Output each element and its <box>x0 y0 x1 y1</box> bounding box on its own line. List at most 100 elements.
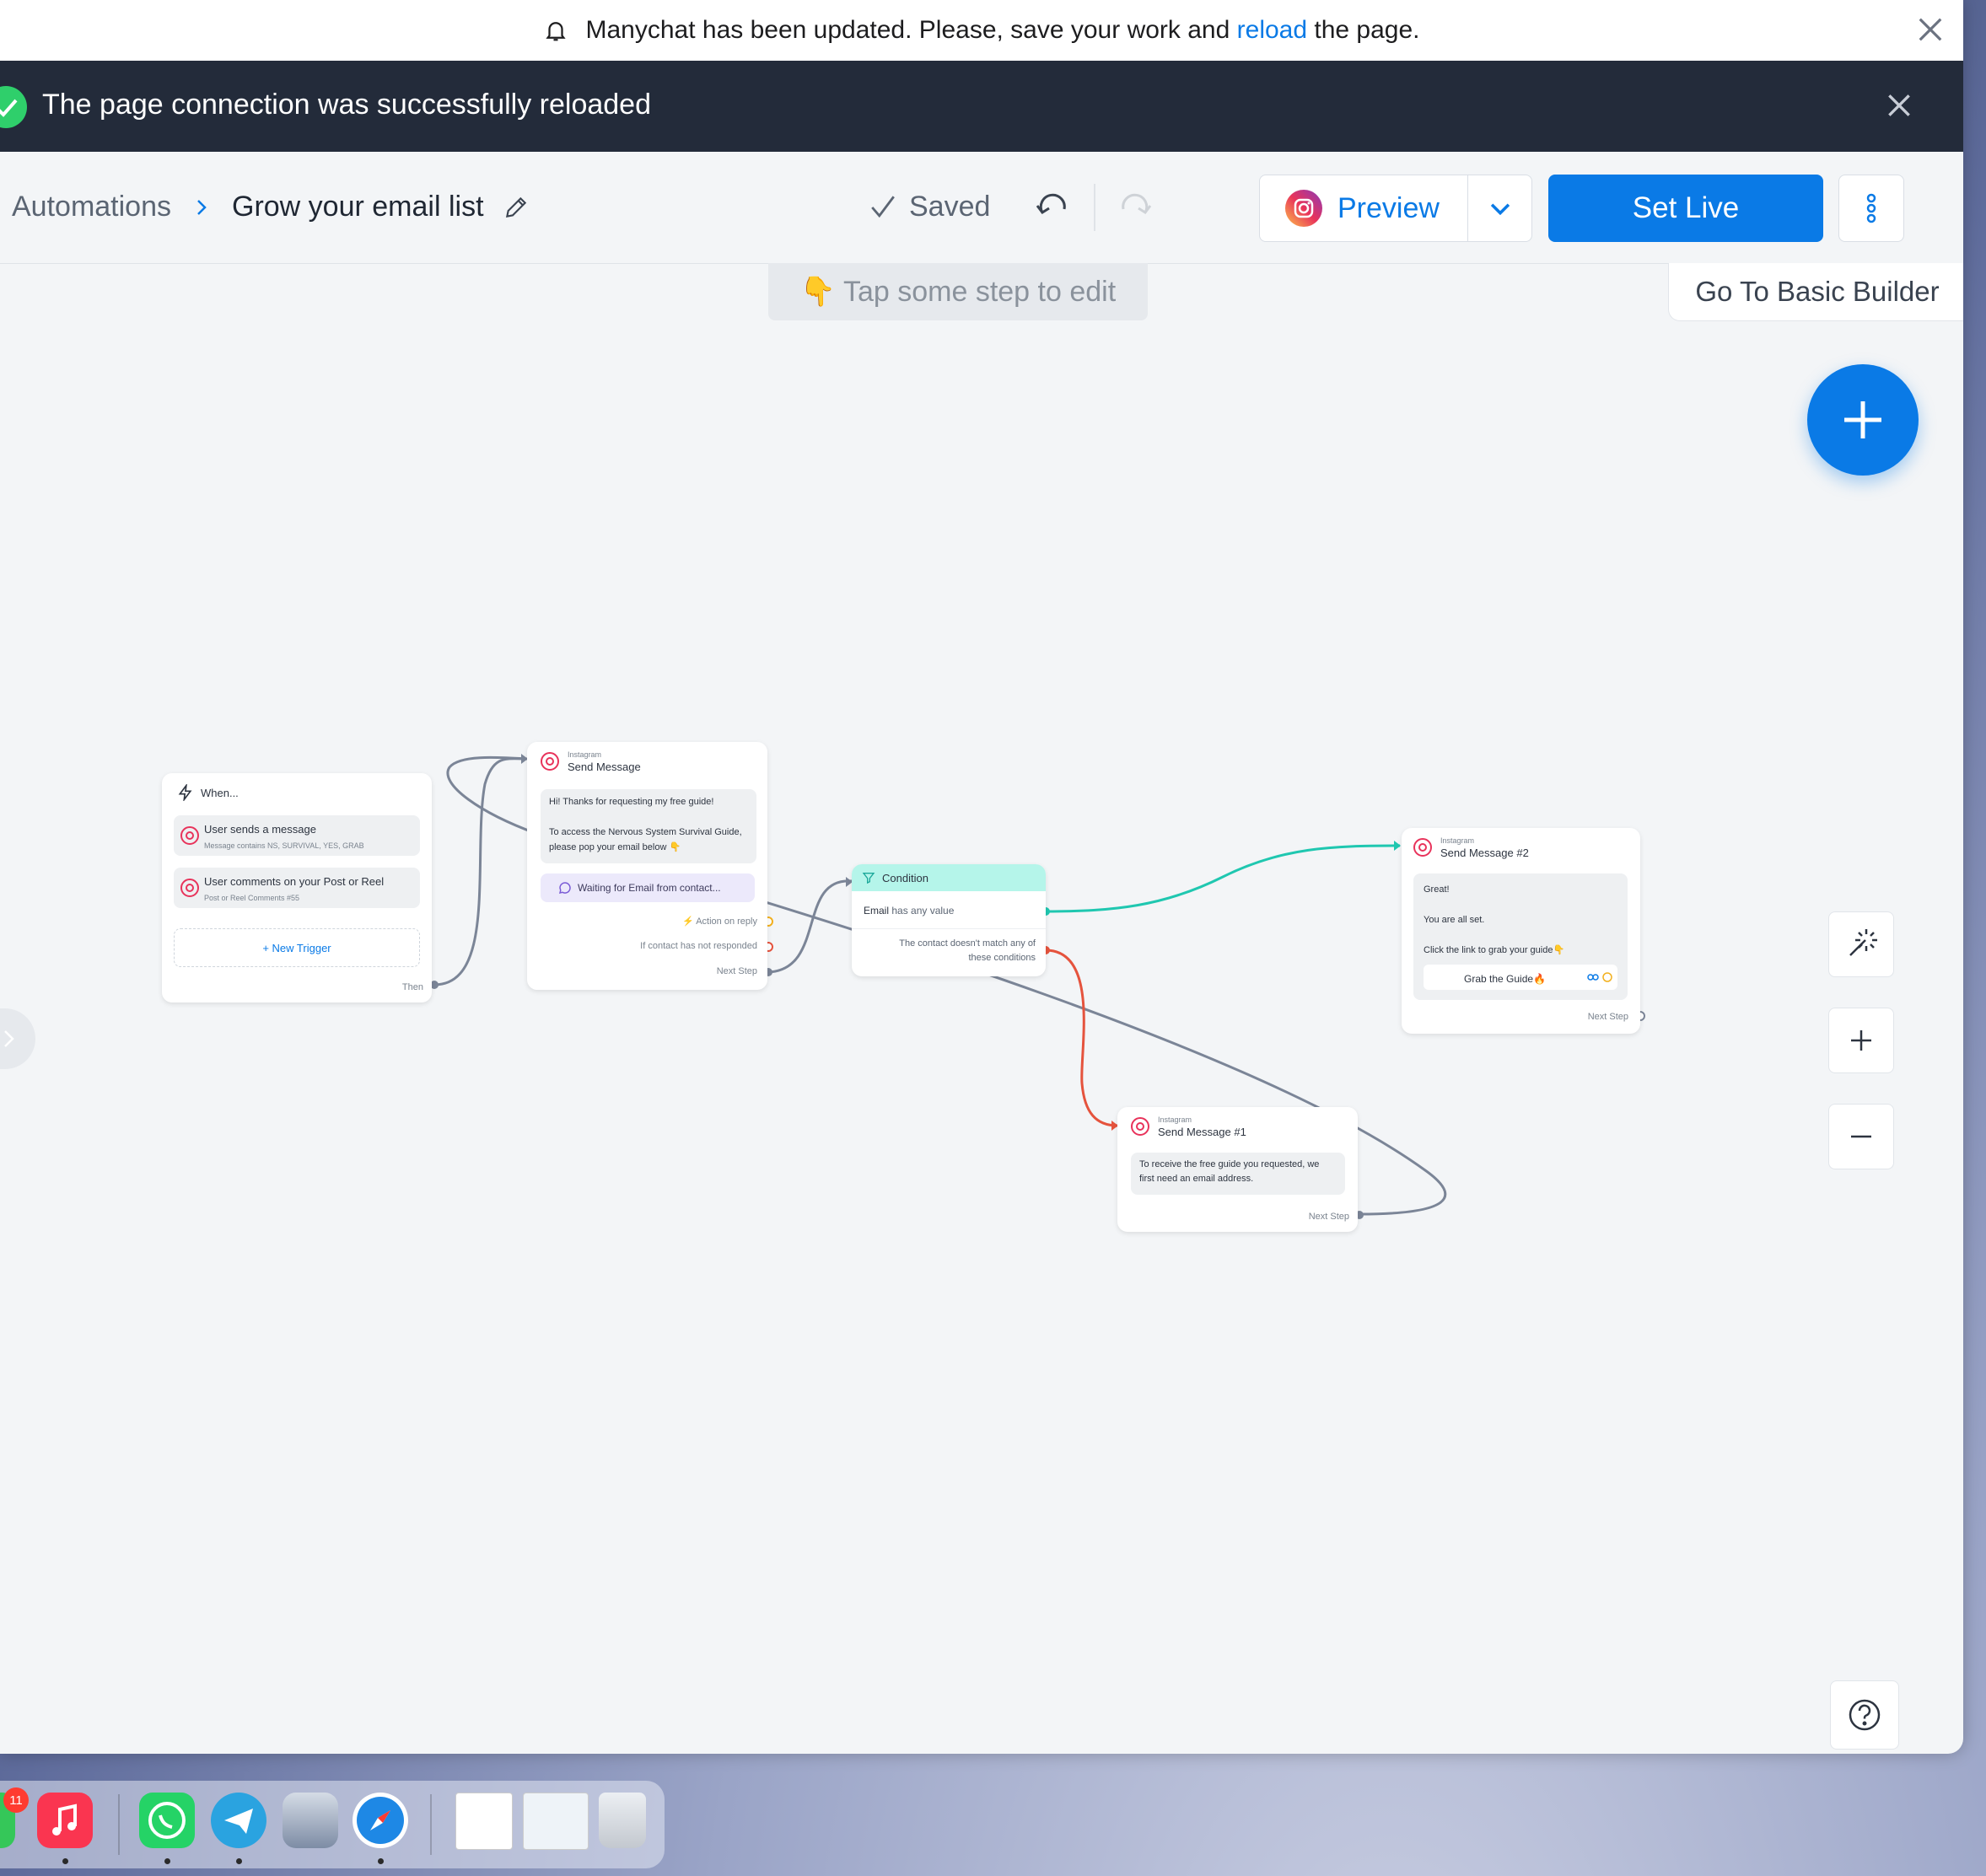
condition-rule[interactable]: Email has any value <box>864 905 954 916</box>
pencil-icon[interactable] <box>503 194 530 221</box>
running-indicator <box>378 1858 384 1864</box>
flow-name: Grow your email list <box>232 191 484 223</box>
arrow-head <box>1111 1121 1118 1131</box>
preview-divider <box>1467 175 1468 241</box>
auto-arrange-button[interactable] <box>1828 911 1894 977</box>
instagram-icon <box>180 879 199 897</box>
safari-app-icon[interactable] <box>353 1793 408 1848</box>
phone-icon <box>148 1802 186 1839</box>
redo-icon[interactable] <box>1115 187 1155 228</box>
add-step-button[interactable] <box>1807 364 1919 476</box>
condition-node[interactable]: Condition Email has any value The contac… <box>852 864 1046 976</box>
chevron-down-icon[interactable] <box>1486 194 1515 223</box>
dock: 11 <box>0 1781 665 1868</box>
zoom-in-button[interactable] <box>1828 1008 1894 1073</box>
message-text-block: To receive the free guide you requested,… <box>1131 1153 1345 1195</box>
dock-divider <box>430 1794 432 1855</box>
next-step-label: Next Step <box>1587 1012 1628 1022</box>
message-text-block: Great! You are all set. Click the link t… <box>1413 873 1628 1000</box>
connector-condition-yes <box>1045 844 1401 913</box>
plus-icon <box>1844 401 1881 438</box>
chevron-right-icon <box>4 1030 14 1047</box>
running-indicator <box>62 1858 68 1864</box>
music-app-icon[interactable] <box>37 1793 93 1848</box>
trash-icon[interactable] <box>599 1793 646 1848</box>
grab-guide-button[interactable]: Grab the Guide🔥 <box>1424 965 1617 990</box>
trigger-node-title: When... <box>201 787 239 799</box>
zoom-out-button[interactable] <box>1828 1104 1894 1169</box>
send-message-1-node[interactable]: Instagram Send Message #1 To receive the… <box>1117 1107 1358 1232</box>
trigger-item[interactable]: User sends a message Message contains NS… <box>174 815 420 856</box>
send-message-node[interactable]: Instagram Send Message Hi! Thanks for re… <box>527 742 767 990</box>
connection-toast-text: The page connection was successfully rel… <box>42 89 651 121</box>
save-status-label: Saved <box>909 191 991 223</box>
flow-toolbar: Automations Grow your email list Saved <box>0 152 1963 264</box>
next-step-label: Next Step <box>716 966 757 976</box>
minus-icon <box>1851 1135 1871 1138</box>
trigger-item-subtitle: Message contains NS, SURVIVAL, YES, GRAB <box>204 841 364 850</box>
node-title: Send Message <box>568 761 641 773</box>
condition-divider <box>852 928 1046 929</box>
dock-divider <box>118 1794 120 1855</box>
node-title: Send Message #1 <box>1158 1126 1246 1138</box>
reload-link[interactable]: reload <box>1236 16 1308 44</box>
connector-message-to-condition <box>767 879 853 974</box>
node-platform-label: Instagram <box>1158 1115 1192 1124</box>
breadcrumb-automations-link[interactable]: Automations <box>12 191 171 223</box>
help-button[interactable] <box>1830 1680 1899 1750</box>
port-circle-icon <box>1602 972 1612 982</box>
port-then <box>430 981 439 989</box>
running-indicator <box>236 1858 242 1864</box>
arrow-head <box>1394 841 1401 851</box>
breadcrumb: Automations Grow your email list <box>12 191 530 223</box>
more-options-button[interactable] <box>1838 175 1904 242</box>
plus-icon <box>1851 1030 1871 1051</box>
minimized-window-thumbnail[interactable] <box>455 1793 513 1850</box>
action-on-reply-label: ⚡ Action on reply <box>682 916 757 927</box>
update-notice-bar: Manychat has been updated. Please, save … <box>0 0 1963 61</box>
message-line: Great! <box>1424 884 1450 895</box>
trigger-item-title: User comments on your Post or Reel <box>204 875 385 888</box>
waiting-for-email-block: Waiting for Email from contact... <box>541 873 755 902</box>
condition-rule-field: Email <box>864 905 890 916</box>
minimized-window-thumbnail[interactable] <box>523 1793 589 1850</box>
trigger-node[interactable]: When... User sends a message Message con… <box>162 773 432 1003</box>
magic-wand-icon <box>1849 929 1877 956</box>
set-live-button[interactable]: Set Live <box>1548 175 1823 242</box>
whatsapp-app-icon[interactable] <box>139 1793 195 1848</box>
instagram-icon <box>1131 1117 1149 1136</box>
send-message-2-node[interactable]: Instagram Send Message #2 Great! You are… <box>1402 828 1640 1034</box>
chevron-right-icon <box>197 199 207 215</box>
undo-icon[interactable] <box>1032 187 1073 228</box>
preview-app-icon[interactable] <box>283 1793 338 1848</box>
music-note-icon <box>52 1803 77 1836</box>
close-icon[interactable] <box>1913 12 1948 47</box>
then-label: Then <box>401 982 423 992</box>
telegram-app-icon[interactable] <box>211 1793 266 1848</box>
paper-plane-icon <box>224 1809 253 1834</box>
instagram-icon <box>1413 838 1432 857</box>
check-icon <box>871 195 895 218</box>
save-status: Saved <box>869 191 990 223</box>
notification-badge: 11 <box>3 1787 29 1813</box>
browser-window: Manychat has been updated. Please, save … <box>0 0 1963 1754</box>
connector-trigger-to-message <box>433 757 528 986</box>
preview-button[interactable]: Preview <box>1259 175 1532 242</box>
message-text-block: Hi! Thanks for requesting my free guide!… <box>541 789 756 863</box>
not-responded-label: If contact has not responded <box>640 941 757 951</box>
running-indicator <box>164 1858 170 1864</box>
node-platform-label: Instagram <box>1440 836 1475 845</box>
message-line: You are all set. <box>1424 915 1485 925</box>
connection-toast: The page connection was successfully rel… <box>0 61 1963 152</box>
trigger-item[interactable]: User comments on your Post or Reel Post … <box>174 868 420 908</box>
tap-step-hint: 👇 Tap some step to edit <box>768 263 1148 320</box>
go-to-basic-builder-button[interactable]: Go To Basic Builder <box>1668 263 1963 321</box>
success-check-icon <box>0 86 27 128</box>
filter-icon <box>862 873 875 884</box>
arrow-head <box>521 754 528 764</box>
update-notice-text-end: the page. <box>1307 16 1420 44</box>
new-trigger-button[interactable]: + New Trigger <box>174 928 420 967</box>
condition-header: Condition <box>852 864 1046 891</box>
close-icon[interactable] <box>1882 89 1916 122</box>
grab-guide-label: Grab the Guide🔥 <box>1464 973 1546 985</box>
